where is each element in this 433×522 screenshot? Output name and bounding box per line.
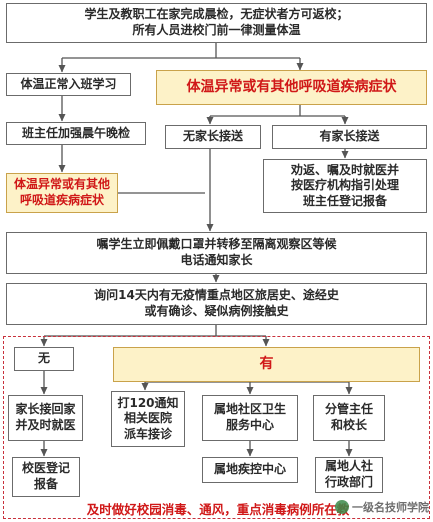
bottom-disinfection-note: 及时做好校园消毒、通风，重点消毒病例所在教 bbox=[86, 501, 350, 517]
node-disease-control: 属地疾控中心 bbox=[202, 457, 298, 483]
node-has-parent: 有家长接送 bbox=[272, 125, 427, 149]
node-hr-department: 属地人社 行政部门 bbox=[315, 457, 383, 493]
node-none: 无 bbox=[14, 347, 74, 371]
risk-branch-frame bbox=[3, 336, 430, 519]
node-normal-temperature: 体温正常入班学习 bbox=[6, 73, 131, 96]
node-community-health: 属地社区卫生 服务中心 bbox=[202, 395, 298, 441]
node-advise-medical: 劝返、嘱及时就医并 按医疗机构指引处理 班主任登记报备 bbox=[263, 159, 427, 213]
node-call-120: 打120通知 相关医院 派车接诊 bbox=[111, 391, 185, 447]
watermark-logo-icon bbox=[335, 500, 349, 514]
node-inquire-history: 询问14天内有无疫情重点地区旅居史、途经史 或有确诊、疑似病例接触史 bbox=[6, 283, 427, 325]
node-abnormal-temperature-left: 体温异常或有其他 呼吸道疾病症状 bbox=[6, 173, 118, 213]
node-top-instruction: 学生及教职工在家完成晨检，无症状者方可返校； 所有人员进校门前一律测量体温 bbox=[6, 3, 427, 43]
node-abnormal-temperature-main: 体温异常或有其他呼吸道疾病症状 bbox=[156, 70, 427, 105]
node-has: 有 bbox=[113, 347, 420, 382]
watermark-text: 一级名技师学院 bbox=[352, 501, 429, 514]
node-vice-principal: 分管主任 和校长 bbox=[313, 395, 385, 441]
node-mask-isolate: 嘱学生立即佩戴口罩并转移至隔离观察区等候 电话通知家长 bbox=[6, 232, 427, 274]
node-school-doctor: 校医登记 报备 bbox=[12, 457, 80, 497]
node-parent-pickup: 家长接回家 并及时就医 bbox=[8, 395, 83, 441]
node-teacher-check: 班主任加强晨午晚检 bbox=[6, 122, 146, 145]
watermark: 一级名技师学院 bbox=[335, 499, 429, 515]
node-no-parent: 无家长接送 bbox=[165, 125, 261, 149]
